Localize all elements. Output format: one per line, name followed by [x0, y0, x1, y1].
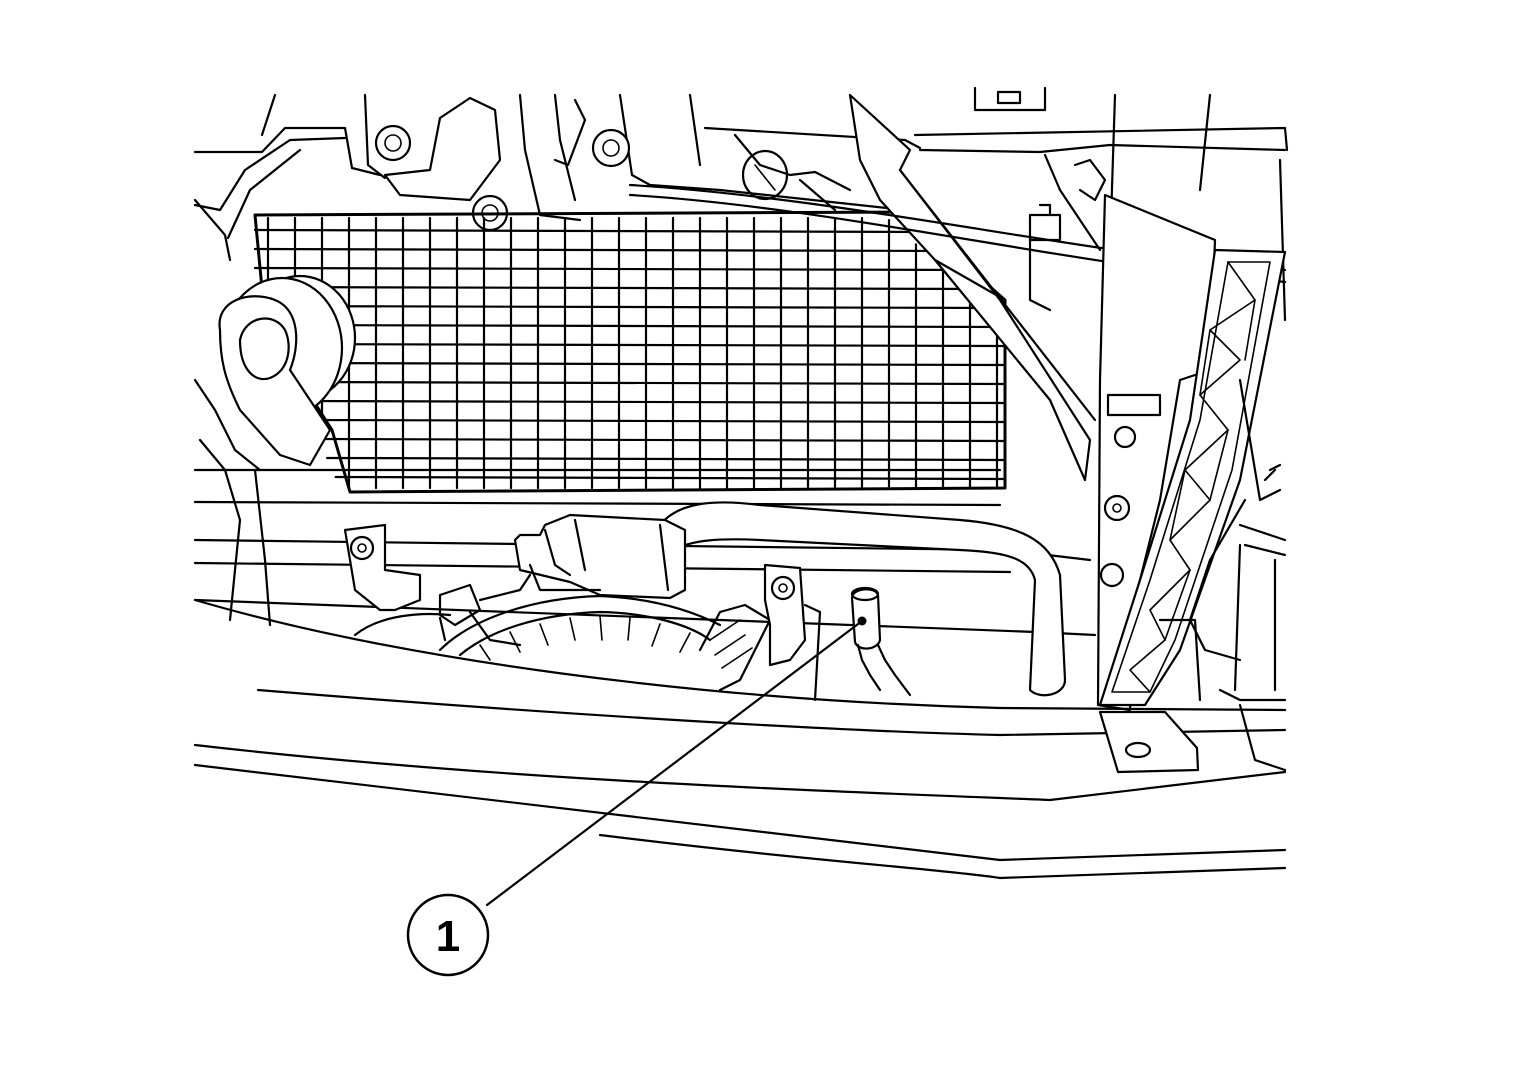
cooling-fan: [438, 594, 772, 692]
grid-line: [283, 361, 1007, 367]
grid-line: [253, 266, 970, 272]
front-bumper: [193, 598, 1287, 880]
ambient-sensor: [850, 586, 912, 697]
radiator-core-grid: [253, 210, 1007, 494]
grid-line: [253, 228, 927, 234]
upper-support-structure: [193, 86, 1289, 322]
hose: [658, 501, 1067, 697]
grid-line: [291, 380, 1007, 386]
grid-line: [274, 342, 1007, 348]
diagonal-strut: [848, 93, 1097, 482]
grid-line: [334, 475, 1007, 481]
wiring-harness: [353, 573, 532, 647]
grid-line: [300, 399, 1007, 405]
grid-line: [308, 418, 1007, 424]
callout-leader-line: [485, 619, 864, 907]
callout-1: 1: [406, 619, 864, 977]
right-mount-bracket: [763, 563, 822, 702]
callout-circle: [406, 893, 490, 977]
right-side-components: [1158, 378, 1287, 772]
grid-line: [317, 437, 1007, 443]
callout-number: 1: [436, 912, 460, 961]
grid-line: [253, 247, 948, 253]
lattice-bracket: [1098, 248, 1287, 707]
bolt-icon: [591, 128, 631, 168]
bolt-icons: [374, 124, 631, 232]
left-mount-bracket: [343, 523, 422, 612]
grid-line: [266, 323, 1007, 329]
grid-line: [253, 304, 1007, 310]
grid-line: [326, 456, 1007, 462]
bolt-icon: [374, 124, 412, 162]
lower-mounting-tab: [1098, 710, 1200, 774]
horn: [218, 274, 357, 467]
electrical-connector: [513, 513, 687, 600]
grid-line: [253, 285, 991, 291]
